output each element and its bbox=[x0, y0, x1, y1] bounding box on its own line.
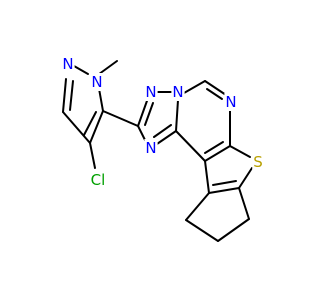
atom-label-background bbox=[89, 171, 107, 189]
bond-th-c-c-double bbox=[212, 180, 237, 186]
atom-label-background bbox=[252, 153, 264, 171]
bond-tz-c2-n1 bbox=[137, 97, 149, 127]
bond-n-ch bbox=[62, 78, 67, 113]
bond-n-n bbox=[73, 65, 89, 75]
bond-pym-c-c-double bbox=[204, 141, 224, 154]
atom-label-background bbox=[224, 93, 238, 111]
bond-pym-c-ctz bbox=[175, 130, 206, 162]
bond-ch-cl-carbon bbox=[62, 111, 91, 144]
atom-cl-label: Cl bbox=[91, 171, 106, 189]
atom-labels-layer: N N Cl N N N N S bbox=[61, 55, 264, 189]
bond-cp-4 bbox=[185, 192, 210, 221]
bond-th-c-c bbox=[208, 187, 240, 194]
bond-ccl-c5-double bbox=[83, 111, 97, 136]
bond-c-cl bbox=[89, 142, 96, 169]
bond-pym-n-ch bbox=[183, 80, 206, 94]
bond-pym-c-c bbox=[204, 145, 231, 162]
bond-th-c-s bbox=[229, 145, 251, 158]
atom-label-background bbox=[90, 73, 104, 91]
bond-tz-c-n3 bbox=[153, 130, 177, 147]
bond-cp-2 bbox=[217, 218, 250, 242]
bond-pym-ch-n bbox=[204, 80, 227, 96]
bond-n-ch-double bbox=[69, 80, 74, 111]
bond-ccl-c5 bbox=[89, 110, 104, 144]
atom-label-background bbox=[144, 83, 158, 101]
atom-n-label: N bbox=[91, 73, 102, 91]
atom-n-label: N bbox=[172, 83, 183, 101]
bond-tz-c2-n1-double bbox=[144, 102, 154, 126]
atom-n-label: N bbox=[145, 139, 156, 157]
bond-th-s-c bbox=[238, 167, 253, 189]
bond-tz-n2-c bbox=[175, 99, 179, 132]
molecule-structure-drawing: N N Cl N N N N S bbox=[61, 55, 264, 242]
bond-tz-c-n3-double bbox=[153, 124, 172, 138]
atom-label-background bbox=[171, 83, 185, 101]
bond-cp-1 bbox=[238, 187, 250, 220]
bond-th-c-c2 bbox=[204, 160, 210, 194]
atom-n-label: N bbox=[145, 83, 156, 101]
bond-pz-tz bbox=[102, 110, 139, 127]
atom-label-background bbox=[144, 139, 158, 157]
bond-cp-3 bbox=[185, 219, 219, 242]
bond-pym-ch-n-double bbox=[206, 88, 223, 100]
bonds-layer bbox=[62, 60, 253, 242]
atom-label-background bbox=[61, 55, 75, 73]
atom-n-label: N bbox=[225, 93, 236, 111]
atom-s-label: S bbox=[253, 153, 263, 171]
atom-n-label: N bbox=[62, 55, 73, 73]
